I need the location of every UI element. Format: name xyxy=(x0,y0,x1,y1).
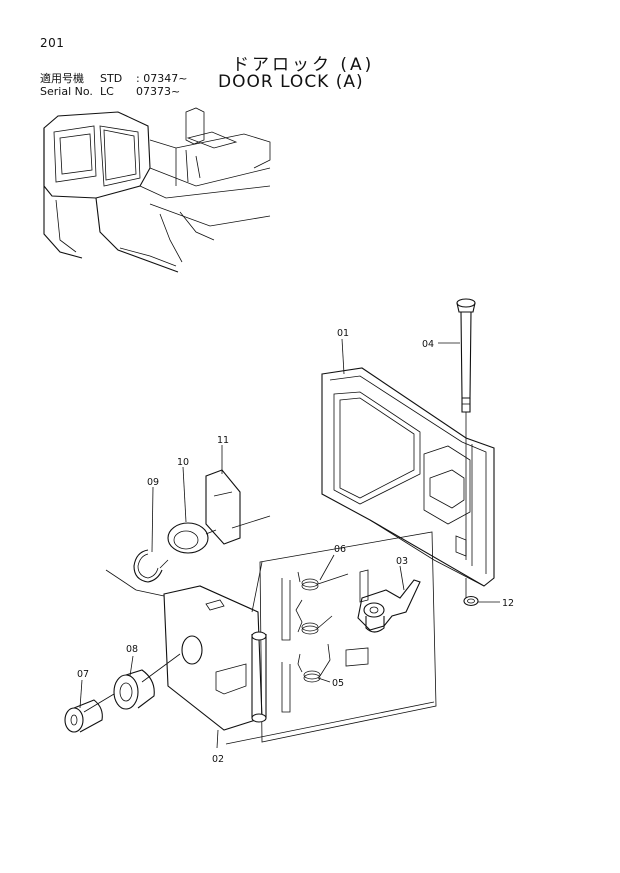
mounting-plate-outline xyxy=(259,531,437,743)
callout-08: 08 xyxy=(126,644,138,655)
serial-row-std: 適用号機 STD : 07347~ xyxy=(40,72,187,85)
part-06-spring xyxy=(295,571,349,635)
serial-label: 適用号機 xyxy=(40,72,84,85)
callout-12: 12 xyxy=(502,598,514,609)
callout-11: 11 xyxy=(217,435,229,446)
callout-06: 06 xyxy=(334,544,346,555)
part-03-cam xyxy=(357,579,421,633)
part-04-lock-pin xyxy=(456,298,476,413)
callout-leaders xyxy=(79,338,500,749)
part-09-snap-ring xyxy=(133,549,163,583)
callout-07: 07 xyxy=(77,669,89,680)
callout-09: 09 xyxy=(147,477,159,488)
callout-01: 01 xyxy=(337,328,349,339)
serial-row-lc: Serial No. LC 07373~ xyxy=(40,85,187,98)
part-11-spacer-plate xyxy=(205,469,241,545)
callout-04: 04 xyxy=(422,339,434,350)
callout-05: 05 xyxy=(332,678,344,689)
page-number: 201 xyxy=(40,36,65,50)
part-10-seal xyxy=(167,522,209,554)
part-01-lock-housing xyxy=(321,367,495,587)
callout-10: 10 xyxy=(177,457,189,468)
part-02-lock-body xyxy=(163,585,267,731)
serial-number-block: 適用号機 STD : 07347~ Serial No. LC 07373~ xyxy=(40,72,187,98)
assembly-lines xyxy=(83,412,467,745)
callout-02: 02 xyxy=(212,754,224,765)
serial-value: 07373~ xyxy=(136,85,181,98)
callout-labels: 01 02 03 04 05 06 07 08 09 10 11 12 xyxy=(77,328,514,765)
excavator-cab-locator-sketch xyxy=(43,107,271,273)
callout-03: 03 xyxy=(396,556,408,567)
part-12-retaining-ring xyxy=(463,595,479,607)
part-05-spring xyxy=(297,643,331,683)
serial-type: LC xyxy=(100,85,114,98)
part-08-key-cylinder xyxy=(113,669,155,710)
title-english: DOOR LOCK (A) xyxy=(218,72,364,92)
serial-label: Serial No. xyxy=(40,85,93,98)
serial-value: : 07347~ xyxy=(136,72,188,85)
serial-type: STD xyxy=(100,72,123,85)
title-japanese: ドアロック (A) xyxy=(232,55,375,75)
part-07-key-cap xyxy=(64,699,103,733)
